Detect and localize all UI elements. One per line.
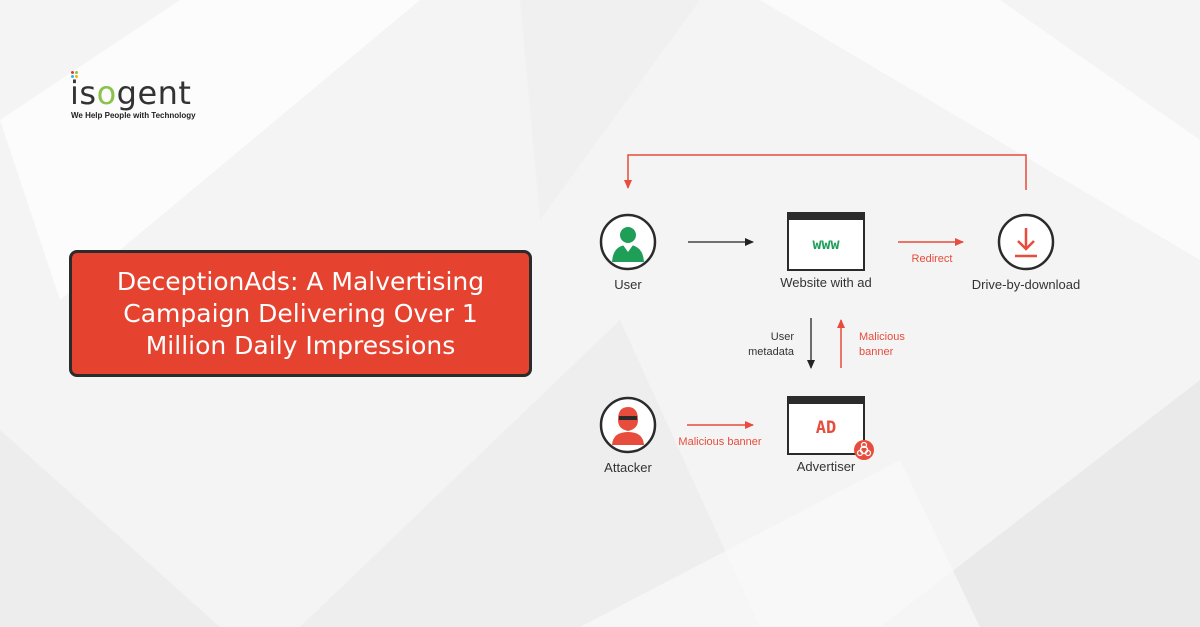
- brand-name-prefix: is: [70, 74, 97, 112]
- title-banner: DeceptionAds: A Malvertising Campaign De…: [69, 250, 532, 377]
- brand-name-suffix: gent: [116, 74, 192, 112]
- advertiser-label: Advertiser: [797, 459, 856, 474]
- biohazard-icon: [854, 440, 874, 460]
- download-icon: [1015, 228, 1037, 258]
- logo-dots: [71, 71, 79, 79]
- website-www-text: www: [812, 235, 840, 253]
- user-metadata-label-line1: User: [771, 331, 795, 343]
- page-title: DeceptionAds: A Malvertising Campaign De…: [116, 266, 485, 360]
- user-metadata-label-line2: metadata: [748, 346, 795, 358]
- redirect-loop-edge: [624, 154, 1027, 190]
- logo-dot-green: [75, 71, 78, 74]
- download-label: Drive-by-download: [972, 277, 1080, 292]
- advertiser-ad-text: AD: [816, 418, 836, 438]
- brand-wordmark: isogent: [70, 74, 191, 112]
- attacker-node: [599, 396, 657, 454]
- advertiser-window: AD: [787, 396, 874, 460]
- brand-tagline: We Help People with Technology: [71, 111, 196, 120]
- brand-name-o: o: [96, 74, 117, 112]
- logo-dot-yellow: [75, 75, 78, 78]
- logo-dot-blue: [71, 75, 74, 78]
- user-node: [599, 213, 657, 271]
- website-window: www: [787, 212, 865, 271]
- attacker-malicious-banner-label: Malicious banner: [678, 436, 761, 448]
- user-icon: [612, 227, 644, 262]
- website-label: Website with ad: [780, 275, 872, 290]
- attacker-icon: [612, 407, 644, 445]
- attacker-label: Attacker: [604, 460, 652, 475]
- download-node: [997, 213, 1055, 271]
- user-label: User: [614, 277, 642, 292]
- malicious-banner-up-label-line2: banner: [859, 346, 894, 358]
- redirect-label: Redirect: [912, 253, 953, 265]
- logo-dot-red: [71, 71, 74, 74]
- malicious-banner-up-label-line1: Malicious: [859, 331, 905, 343]
